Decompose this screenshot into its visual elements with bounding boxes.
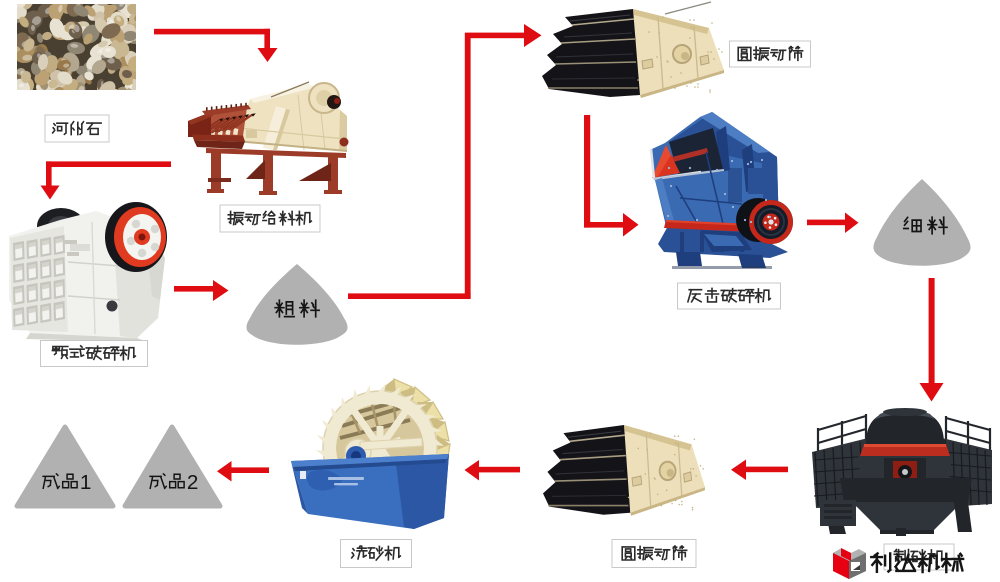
svg-text:1: 1 <box>80 471 92 494</box>
svg-text:2: 2 <box>187 471 199 494</box>
